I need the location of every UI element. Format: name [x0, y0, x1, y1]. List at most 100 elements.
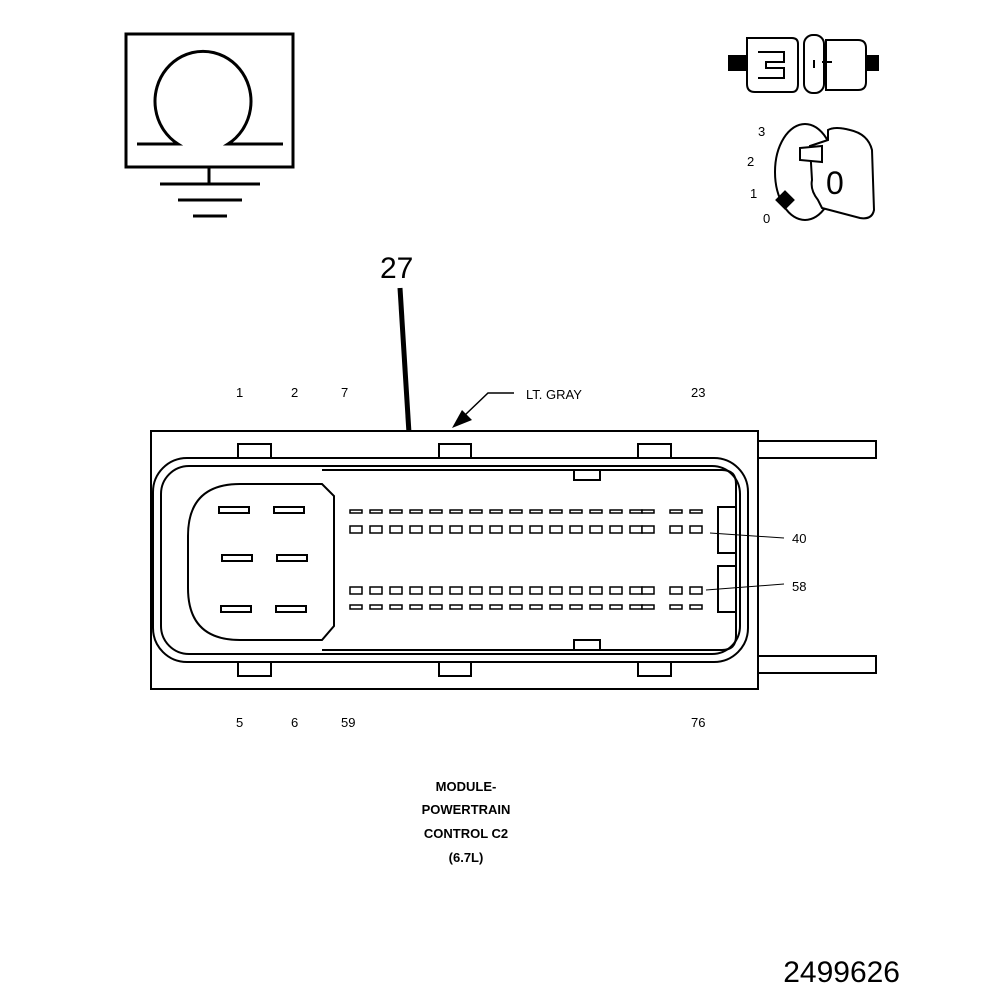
signal-pin — [529, 586, 543, 595]
signal-pin — [489, 604, 503, 610]
signal-pin — [549, 525, 563, 534]
signal-pin — [389, 586, 403, 595]
signal-pin — [429, 586, 443, 595]
figure-id: 2499626 — [783, 956, 900, 989]
signal-pin — [641, 525, 655, 534]
ignition-position-1: 1 — [750, 186, 757, 201]
signal-pin — [669, 586, 683, 595]
signal-pin — [469, 525, 483, 534]
signal-pin — [609, 586, 623, 595]
signal-pin — [369, 586, 383, 595]
signal-pin — [589, 509, 603, 514]
signal-pin — [469, 604, 483, 610]
signal-pin — [349, 525, 363, 534]
signal-pin — [689, 509, 703, 514]
pin-label-23: 23 — [691, 385, 705, 400]
ignition-position-2: 2 — [747, 154, 754, 169]
signal-pin — [569, 509, 583, 514]
signal-pin-field — [349, 509, 703, 610]
signal-pin — [429, 509, 443, 514]
signal-pin — [389, 509, 403, 514]
callout-number: 27 — [380, 252, 413, 285]
signal-pin — [449, 604, 463, 610]
connector-body — [150, 430, 877, 690]
power-terminals — [218, 506, 308, 613]
pin-label-7: 7 — [341, 385, 348, 400]
caption-line-2: POWERTRAIN — [422, 802, 511, 817]
signal-pin — [669, 509, 683, 514]
ohm-ground-icon — [124, 32, 295, 218]
caption-line-1: MODULE- — [436, 779, 497, 794]
signal-pin — [449, 586, 463, 595]
pin-label-59: 59 — [341, 715, 355, 730]
signal-pin — [549, 604, 563, 610]
signal-pin — [349, 604, 363, 610]
pin-label-5: 5 — [236, 715, 243, 730]
pin-label-2: 2 — [291, 385, 298, 400]
caption-line-3: CONTROL C2 — [424, 826, 508, 841]
signal-pin — [529, 604, 543, 610]
signal-pin — [629, 525, 643, 534]
signal-pin — [349, 586, 363, 595]
signal-pin — [369, 525, 383, 534]
signal-pin — [589, 525, 603, 534]
ignition-switch-icon — [774, 123, 876, 221]
signal-pin — [641, 509, 655, 514]
signal-pin — [489, 525, 503, 534]
signal-pin — [509, 509, 523, 514]
caption-line-4: (6.7L) — [449, 850, 484, 865]
leader-40 — [709, 532, 785, 539]
ignition-key-letter: 0 — [826, 165, 844, 201]
signal-pin — [469, 509, 483, 514]
signal-pin — [609, 604, 623, 610]
ignition-position-3: 3 — [758, 124, 765, 139]
signal-pin — [509, 586, 523, 595]
signal-pin — [629, 509, 643, 514]
signal-pin — [569, 525, 583, 534]
signal-pin — [489, 586, 503, 595]
signal-pin — [609, 525, 623, 534]
inline-connector-icon — [728, 34, 879, 94]
signal-pin — [689, 525, 703, 534]
signal-pin — [449, 509, 463, 514]
signal-pin — [409, 525, 423, 534]
signal-pin — [529, 525, 543, 534]
signal-pin — [641, 586, 655, 595]
signal-pin — [369, 509, 383, 514]
signal-pin — [509, 525, 523, 534]
signal-pin — [669, 525, 683, 534]
signal-pin — [609, 509, 623, 514]
signal-pin — [589, 586, 603, 595]
signal-pin — [449, 525, 463, 534]
signal-pin — [529, 509, 543, 514]
pin-label-76: 76 — [691, 715, 705, 730]
signal-pin — [549, 586, 563, 595]
signal-pin — [549, 509, 563, 514]
signal-pin — [409, 604, 423, 610]
signal-pin — [349, 509, 363, 514]
signal-pin — [469, 586, 483, 595]
signal-pin — [689, 604, 703, 610]
color-label-leader — [452, 392, 514, 428]
signal-pin — [641, 604, 655, 610]
signal-pin — [589, 604, 603, 610]
signal-pin — [569, 604, 583, 610]
signal-pin — [689, 586, 703, 595]
ignition-position-0: 0 — [763, 211, 770, 226]
pin-label-40: 40 — [792, 531, 806, 546]
pin-label-6: 6 — [291, 715, 298, 730]
signal-pin — [509, 604, 523, 610]
signal-pin — [409, 509, 423, 514]
pin-label-58: 58 — [792, 579, 806, 594]
signal-pin — [669, 604, 683, 610]
signal-pin — [389, 525, 403, 534]
leader-58 — [705, 583, 785, 591]
connector-color-label: LT. GRAY — [526, 387, 582, 402]
signal-pin — [629, 586, 643, 595]
signal-pin — [569, 586, 583, 595]
signal-pin — [389, 604, 403, 610]
signal-pin — [629, 604, 643, 610]
signal-pin — [369, 604, 383, 610]
signal-pin — [429, 604, 443, 610]
